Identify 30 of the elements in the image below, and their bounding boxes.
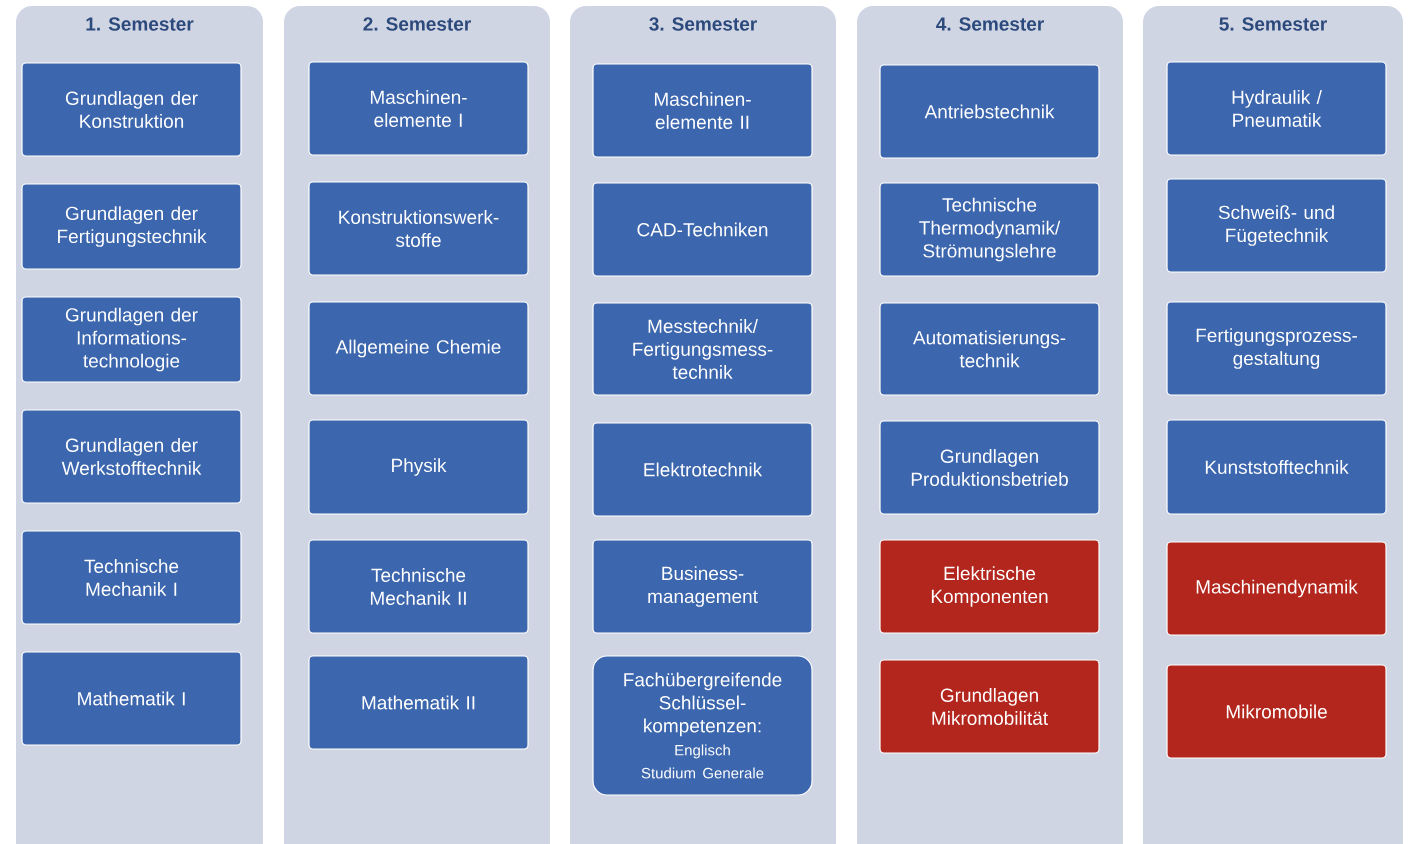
module-box: Grundlagen der Konstruktion: [21, 62, 242, 157]
module-box: Technische Mechanik I: [21, 530, 242, 625]
module-box: CAD-Techniken: [592, 182, 813, 277]
module-box: Allgemeine Chemie: [308, 301, 529, 396]
module-box: Automatisierungs- technik: [879, 302, 1100, 396]
module-box: Antriebstechnik: [879, 64, 1100, 159]
module-box: Kunststofftechnik: [1166, 419, 1387, 515]
module-box: Grundlagen der Fertigungstechnik: [21, 183, 242, 270]
module-box: Mathematik I: [21, 651, 242, 746]
module-box: Maschinendynamik: [1166, 541, 1387, 636]
module-box: Schweiß- und Fügetechnik: [1166, 178, 1387, 273]
module-box: Grundlagen der Informations- technologie: [21, 296, 242, 383]
module-box: Fertigungsprozess- gestaltung: [1166, 301, 1387, 396]
module-box: Maschinen- elemente I: [308, 61, 529, 156]
module-box: Technische Thermodynamik/ Strömungslehre: [879, 182, 1100, 277]
module-box: Grundlagen der Werkstofftechnik: [21, 409, 242, 504]
module-box: Physik: [308, 419, 529, 515]
module-box: Grundlagen Mikromobilität: [879, 659, 1100, 754]
module-box: Grundlagen Produktionsbetrieb: [879, 420, 1100, 515]
module-box: Mathematik II: [308, 655, 529, 750]
module-box: Messtechnik/ Fertigungsmess- technik: [592, 302, 813, 396]
module-box: Fachübergreifende Schlüssel- kompetenzen: Englisch Studium Generale: [592, 655, 813, 796]
module-box: Elektrotechnik: [592, 422, 813, 517]
module-box: Business- management: [592, 539, 813, 634]
module-box: Maschinen- elemente II: [592, 63, 813, 158]
module-box: Technische Mechanik II: [308, 539, 529, 634]
module-box: Elektrische Komponenten: [879, 539, 1100, 634]
module-box: Konstruktionswerk- stoffe: [308, 181, 529, 276]
module-box: Mikromobile: [1166, 664, 1387, 759]
module-box: Hydraulik / Pneumatik: [1166, 61, 1387, 156]
